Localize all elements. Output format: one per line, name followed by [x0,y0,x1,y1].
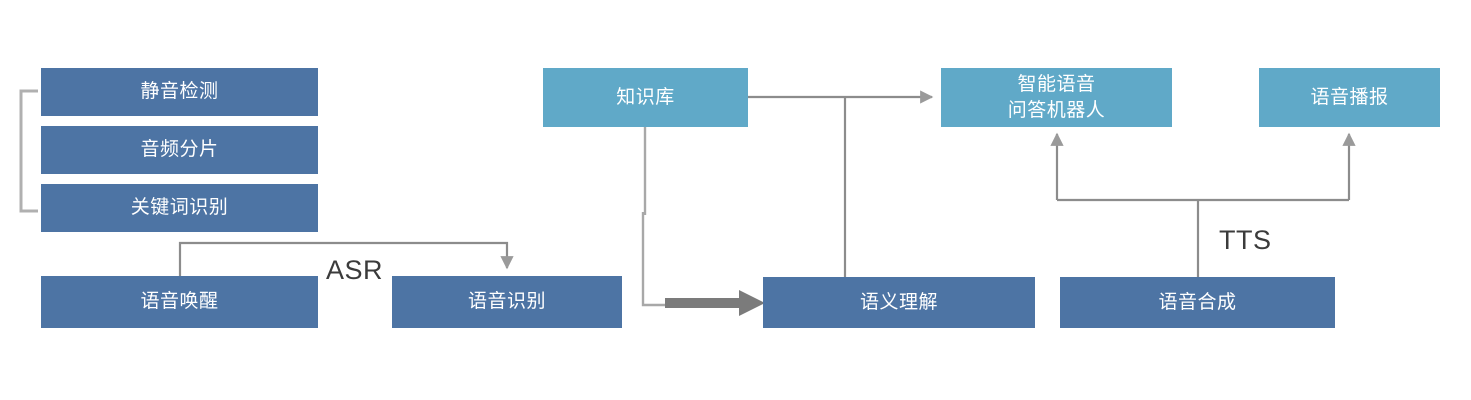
node-keyword-spotting[interactable]: 关键词识别 [41,184,318,232]
edge-label-tts: TTS [1219,225,1272,255]
node-silence-detection[interactable]: 静音检测 [41,68,318,116]
node-audio-segmentation[interactable]: 音频分片 [41,126,318,174]
node-voice-wakeup[interactable]: 语音唤醒 [41,276,318,328]
edge-recognition-to-semantic [665,290,765,316]
node-knowledge-base[interactable]: 知识库 [543,68,748,127]
edge-synthesis-to-robot-and-broadcast [1050,132,1356,277]
node-semantic-understanding[interactable]: 语义理解 [763,277,1035,328]
node-voice-broadcast[interactable]: 语音播报 [1259,68,1440,127]
node-speech-recognition[interactable]: 语音识别 [392,276,622,328]
edge-label-asr: ASR [326,255,384,285]
node-qa-robot[interactable]: 智能语音 问答机器人 [941,68,1172,127]
wakeup-group-bracket [19,89,38,213]
edge-knowledge-drop [641,127,668,307]
node-speech-synthesis[interactable]: 语音合成 [1060,277,1335,328]
